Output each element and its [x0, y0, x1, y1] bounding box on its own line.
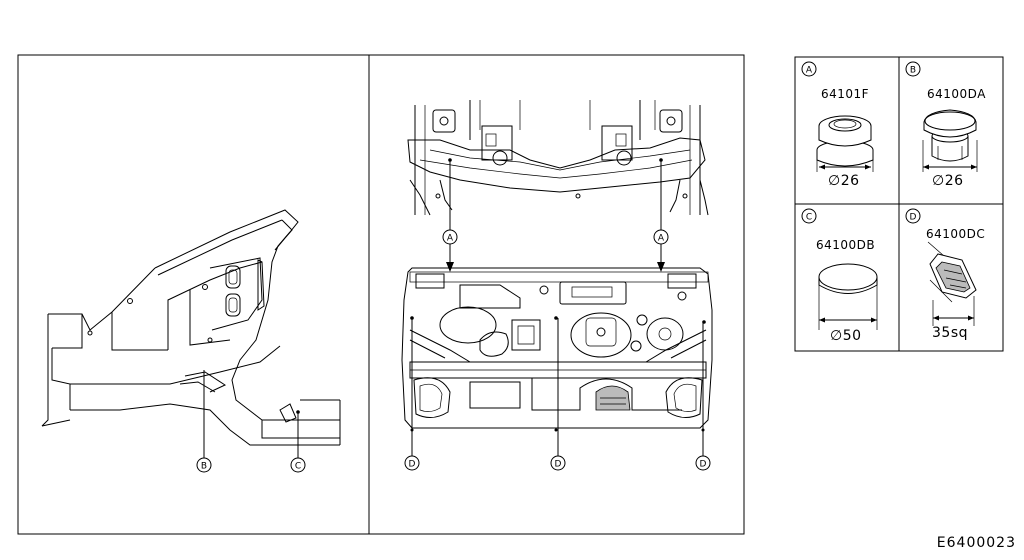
- part-c-letter: C: [806, 213, 812, 223]
- callout-b-left-letter: B: [201, 462, 207, 472]
- side-body-panel-drawing: [41, 209, 341, 458]
- callout-a-right: A: [653, 229, 669, 245]
- callout-d-left-letter: D: [409, 460, 416, 470]
- callout-d-center-letter: D: [555, 460, 562, 470]
- grommet-a-icon: [816, 115, 874, 167]
- callout-d-right: D: [695, 455, 711, 471]
- part-cell-c: C 64100DB ∅50: [801, 208, 878, 344]
- parts-legend-grid: [794, 56, 1004, 352]
- square-pad-d-icon: [929, 253, 977, 299]
- part-a-dimension: ∅26: [828, 173, 860, 189]
- part-b-dimension: ∅26: [932, 173, 964, 189]
- part-d-letter: D: [910, 213, 917, 223]
- callout-a-left: A: [442, 229, 458, 245]
- part-b-letter: B: [910, 66, 916, 76]
- part-cell-b: B 64100DA ∅26: [905, 61, 986, 189]
- plug-b-icon: [923, 109, 977, 162]
- callout-a-right-letter: A: [658, 234, 665, 244]
- round-plug-c-icon: [818, 263, 878, 294]
- cowl-top-drawing: [407, 100, 709, 230]
- callout-d-right-letter: D: [700, 460, 707, 470]
- callout-d-center: D: [550, 455, 566, 471]
- diagram-code: E6400023: [937, 535, 1016, 551]
- part-a-number: 64101F: [821, 87, 869, 101]
- callout-a-left-letter: A: [447, 234, 454, 244]
- callout-b-left: B: [196, 457, 212, 473]
- part-d-number: 64100DC: [926, 227, 985, 241]
- arrows-to-dash: [446, 244, 665, 272]
- part-a-letter: A: [806, 66, 813, 76]
- part-c-dimension: ∅50: [830, 328, 862, 344]
- part-b-number: 64100DA: [927, 87, 986, 101]
- dash-panel-drawing: [401, 267, 713, 456]
- main-frame: [17, 54, 745, 535]
- callout-c-left: C: [290, 457, 306, 473]
- part-d-dimension: 35sq: [932, 325, 968, 341]
- callout-d-left: D: [404, 455, 420, 471]
- part-c-number: 64100DB: [816, 238, 875, 252]
- part-cell-a: A 64101F ∅26: [801, 61, 874, 189]
- part-cell-d: D 64100DC 35sq: [905, 208, 985, 341]
- callout-c-left-letter: C: [295, 462, 301, 472]
